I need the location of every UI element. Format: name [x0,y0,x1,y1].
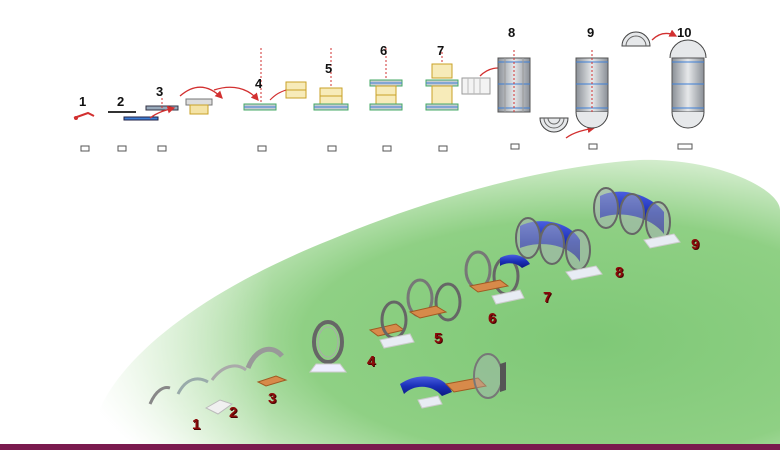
iso-piece-3b [245,346,284,370]
iso-piece-1 [148,386,171,405]
iso-hoop-4 [309,320,347,373]
top-step-2-drawing [108,111,159,121]
iso-hoops-6 [464,250,530,305]
iso-piece-2 [176,377,209,395]
iso-piece-3 [210,364,247,381]
top-label-3: 3 [156,84,164,99]
top-step-8-drawing [461,50,531,114]
top-step-1-drawing [73,111,95,120]
iso-label-1: 1 [192,416,201,433]
top-step-6-drawing [369,48,403,112]
top-label-2: 2 [117,94,125,109]
top-step-7-drawing [425,48,459,112]
iso-label-2: 2 [229,404,238,421]
top-label-9: 9 [587,25,595,40]
iso-label-3: 3 [268,390,277,407]
iso-label-9: 9 [691,236,700,253]
iso-label-5: 5 [434,330,443,347]
iso-label-8: 8 [615,264,624,281]
top-label-1: 1 [79,94,87,109]
top-label-7: 7 [437,43,445,58]
top-step-markers [80,143,693,152]
top-step-5-drawing [313,48,349,112]
top-label-6: 6 [380,43,388,58]
iso-exploded-detail [400,353,506,409]
top-label-4: 4 [255,76,263,91]
iso-drum-8 [593,187,681,249]
iso-drum-7 [515,217,603,281]
top-step-4-drawing [213,48,307,112]
iso-hoops-5 [368,278,462,349]
ground-fade [0,150,780,450]
iso-label-7: 7 [543,289,552,306]
top-label-10: 10 [677,25,692,40]
bottom-accent-bar [0,444,780,450]
top-step-9-drawing [539,50,609,139]
top-step-10-drawing [621,29,707,129]
top-label-8: 8 [508,25,516,40]
iso-piece-2b [204,399,234,415]
iso-sequence [148,187,681,415]
iso-label-6: 6 [488,310,497,327]
iso-plank-3 [256,375,288,387]
top-step-3-drawing [145,98,179,119]
iso-label-4: 4 [367,353,376,370]
top-bridge-piece [179,86,223,115]
top-sequence [73,29,707,152]
top-label-5: 5 [325,61,333,76]
